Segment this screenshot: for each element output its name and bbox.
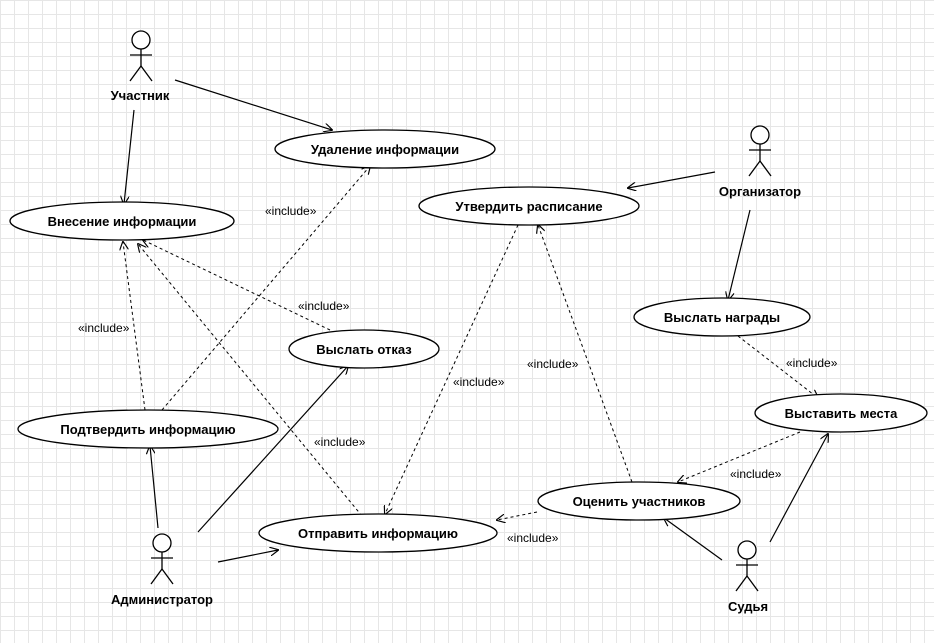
stick-figure-icon (150, 533, 174, 585)
actor-label: Участник (111, 88, 170, 103)
assoc-organizer-awards (728, 209, 751, 300)
include-label: «include» (453, 375, 505, 389)
include-label: «include» (527, 357, 579, 371)
include-label: «include» (507, 531, 559, 545)
stick-figure-icon (129, 30, 153, 82)
use-case-label: Выслать награды (664, 310, 780, 325)
include-label: «include» (78, 321, 130, 335)
use-case-label: Внесение информации (48, 214, 197, 229)
include-label: «include» (314, 435, 366, 449)
inc-confirm-delete (161, 166, 370, 411)
inc-rate-sendinfo (497, 511, 538, 520)
inc-schedule-sendinfo (385, 224, 519, 514)
use-case-confirm-info[interactable]: Подтвердить информацию (17, 409, 279, 449)
use-case-send-awards[interactable]: Выслать награды (633, 297, 811, 337)
actor-organizer[interactable]: Организатор (719, 125, 801, 199)
inc-confirm-enter (123, 242, 146, 411)
include-label: «include» (786, 356, 838, 370)
use-case-send-info[interactable]: Отправить информацию (258, 513, 498, 553)
actor-label: Администратор (111, 592, 213, 607)
actor-label: Судья (728, 599, 768, 614)
use-case-label: Подтвердить информацию (60, 422, 235, 437)
use-cases: Удаление информации Внесение информации … (9, 129, 928, 553)
use-case-enter-info[interactable]: Внесение информации (9, 201, 235, 241)
actors: Участник Организатор Администратор (111, 30, 801, 614)
assoc-judge-places (769, 434, 828, 543)
use-case-label: Выставить места (785, 406, 899, 421)
inc-places-rate (678, 431, 801, 482)
use-case-delete-info[interactable]: Удаление информации (274, 129, 496, 169)
assoc-participant-delete (174, 79, 332, 130)
include-labels: «include» «include» «include» «include» … (78, 204, 838, 545)
include-label: «include» (265, 204, 317, 218)
use-case-label: Удаление информации (311, 142, 459, 157)
associations (124, 79, 828, 563)
include-label: «include» (298, 299, 350, 313)
include-dependencies (123, 166, 818, 520)
use-case-label: Отправить информацию (298, 526, 458, 541)
use-case-rate-participants[interactable]: Оценить участников (537, 481, 741, 521)
inc-sendinfo-enter (138, 244, 363, 517)
inc-rate-schedule (538, 225, 633, 483)
use-case-set-places[interactable]: Выставить места (754, 393, 928, 433)
assoc-admin-rejection (197, 366, 348, 533)
stick-figure-icon (735, 540, 759, 592)
assoc-organizer-schedule (628, 171, 716, 188)
actor-judge[interactable]: Судья (728, 540, 768, 614)
use-case-send-rejection[interactable]: Выслать отказ (288, 329, 440, 369)
include-label: «include» (730, 467, 782, 481)
use-case-label: Оценить участников (573, 494, 706, 509)
actor-label: Организатор (719, 184, 801, 199)
assoc-judge-rate (664, 518, 723, 561)
actor-admin[interactable]: Администратор (111, 533, 213, 607)
use-case-approve-schedule[interactable]: Утвердить расписание (418, 186, 640, 226)
assoc-admin-sendinfo (217, 550, 278, 563)
stick-figure-icon (748, 125, 772, 177)
assoc-participant-enter (124, 109, 135, 204)
inc-awards-places (737, 335, 818, 398)
actor-participant[interactable]: Участник (111, 30, 170, 103)
assoc-admin-confirm (150, 446, 159, 529)
use-case-label: Утвердить расписание (455, 199, 602, 214)
use-case-label: Выслать отказ (316, 342, 412, 357)
inc-rejection-enter (143, 240, 331, 331)
